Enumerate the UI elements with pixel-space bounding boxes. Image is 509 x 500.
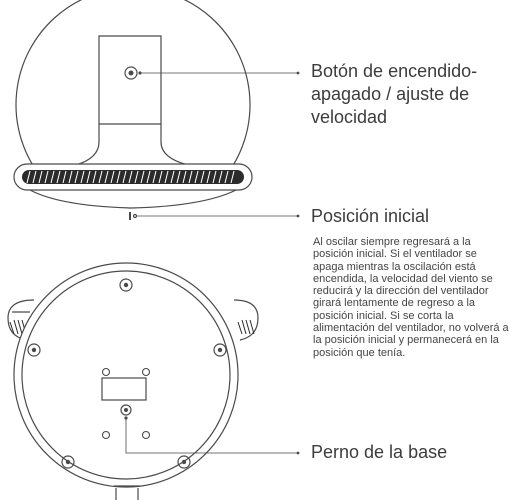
power-button-icon: [124, 66, 138, 80]
base-cord-tab: [115, 488, 139, 500]
top-housing-outline: [15, 0, 251, 174]
fan-bottom-rim: [29, 189, 237, 209]
fan-column: [75, 35, 189, 166]
fan-side-view: [13, 0, 253, 220]
leader-lines: [124, 71, 300, 455]
base-bolt-icon: [120, 404, 132, 416]
grille-slats: [26, 170, 235, 184]
wing-hatch-right: [237, 319, 255, 335]
base-outer-circle: [13, 262, 239, 488]
base-inner-circle: [21, 270, 231, 480]
leader-base-bolt: [125, 418, 298, 454]
callout-base-bolt: Perno de la base: [311, 442, 448, 462]
fan-base-view: [7, 262, 259, 500]
callout-power-button: Botón de encendido-apagado / ajuste de v…: [311, 61, 478, 127]
base-label-plate: [101, 377, 147, 401]
base-holes: [101, 367, 151, 440]
callout-home-position: Posición inicial: [311, 206, 430, 226]
home-position-note: Al oscilar siempre regresará a la posici…: [313, 236, 509, 359]
base-screws: [27, 278, 227, 469]
home-position-marker: [129, 212, 138, 220]
